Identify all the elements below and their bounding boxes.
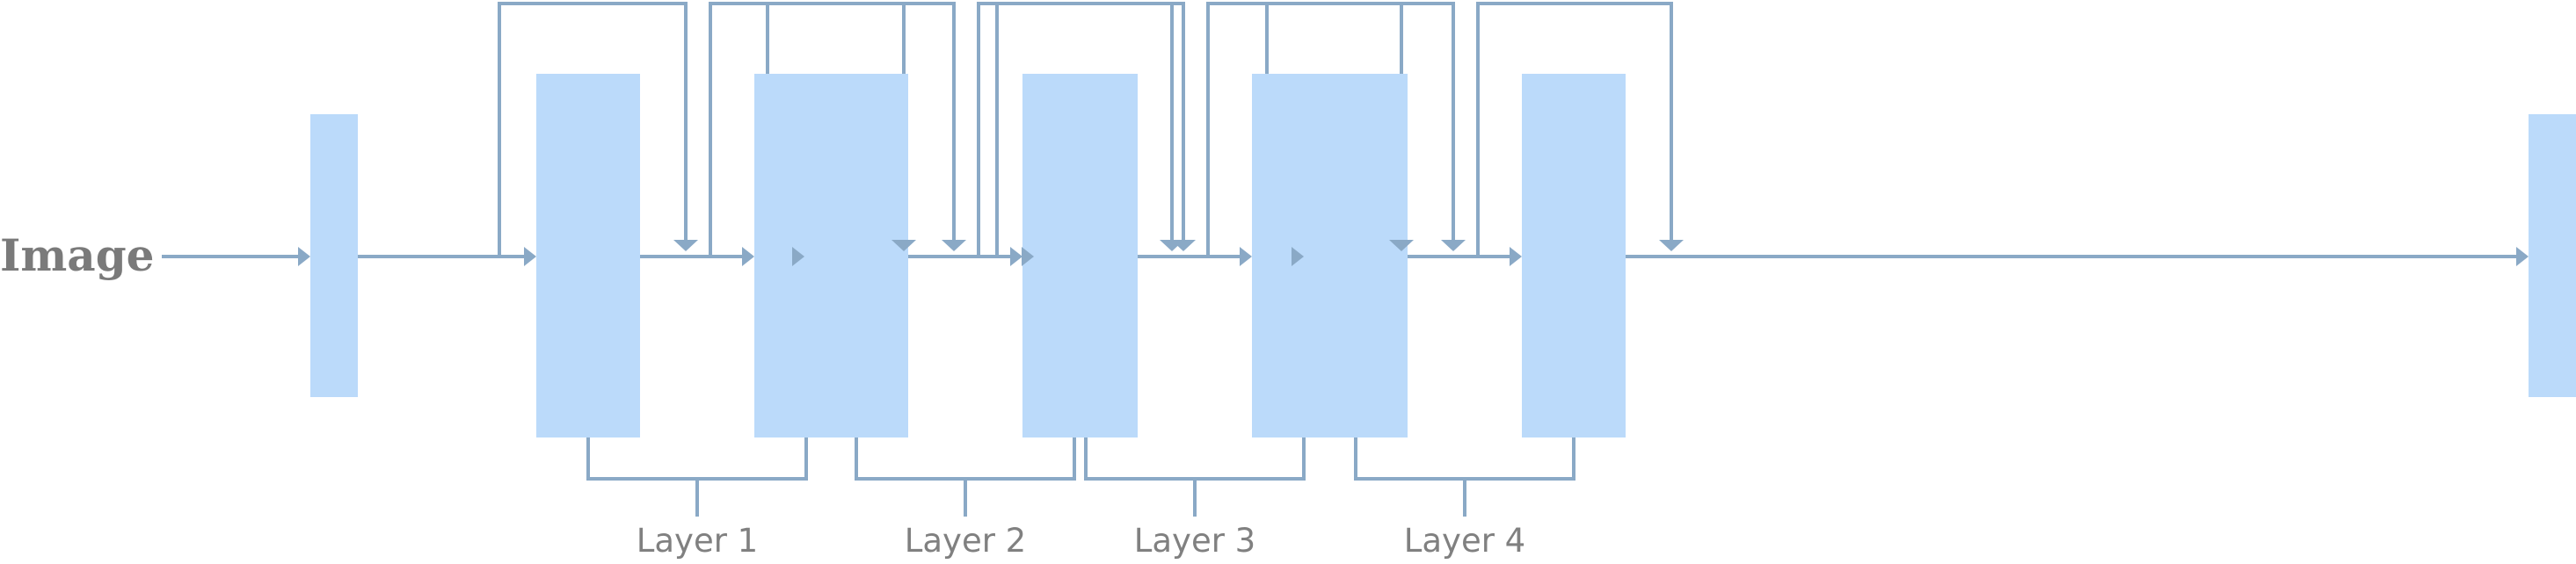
residual-block-a [1034, 74, 1138, 437]
blocks [310, 74, 2576, 437]
arrowhead-right [524, 247, 536, 266]
arrowhead-down [673, 240, 698, 251]
arrowhead-down [1441, 240, 1466, 251]
residual-block-a [804, 74, 908, 437]
layer-label: Layer 3 [1134, 522, 1255, 560]
arrowhead-right [1292, 247, 1304, 266]
arrowhead-right [742, 247, 754, 266]
arrowhead-right [1240, 247, 1252, 266]
layer-bracket [586, 437, 808, 481]
input-label: Image [0, 229, 154, 281]
arrowhead-right [1510, 247, 1522, 266]
arrowhead-down [1659, 240, 1684, 251]
layer-label: Layer 2 [905, 522, 1026, 560]
layer-bracket [1354, 437, 1575, 481]
skip-connection [995, 2, 1185, 257]
output-block [2529, 114, 2576, 397]
arrowheads [298, 240, 2529, 266]
residual-block-b [1522, 74, 1626, 437]
arrowhead-right [2516, 247, 2529, 266]
arrowhead-down [1389, 240, 1414, 251]
layer-bracket [1084, 437, 1306, 481]
arrowhead-down [891, 240, 916, 251]
skip-connection [1476, 2, 1673, 257]
layer-label: Layer 1 [637, 522, 758, 560]
arrowhead-down [942, 240, 966, 251]
arrowhead-right [1022, 247, 1034, 266]
arrowhead-right [792, 247, 804, 266]
residual-block-a [536, 74, 640, 437]
arrowhead-down [1171, 240, 1196, 251]
layer-labels: Layer 1 Layer 2 Layer 3 Layer 4 [637, 522, 1525, 560]
residual-block-a [1304, 74, 1408, 437]
layer-label: Layer 4 [1404, 522, 1525, 560]
layer-bracket [855, 437, 1076, 481]
skip-connection [498, 2, 688, 257]
arrowhead-right [298, 247, 310, 266]
arrowhead-right [1010, 247, 1022, 266]
stem-block [310, 114, 358, 397]
